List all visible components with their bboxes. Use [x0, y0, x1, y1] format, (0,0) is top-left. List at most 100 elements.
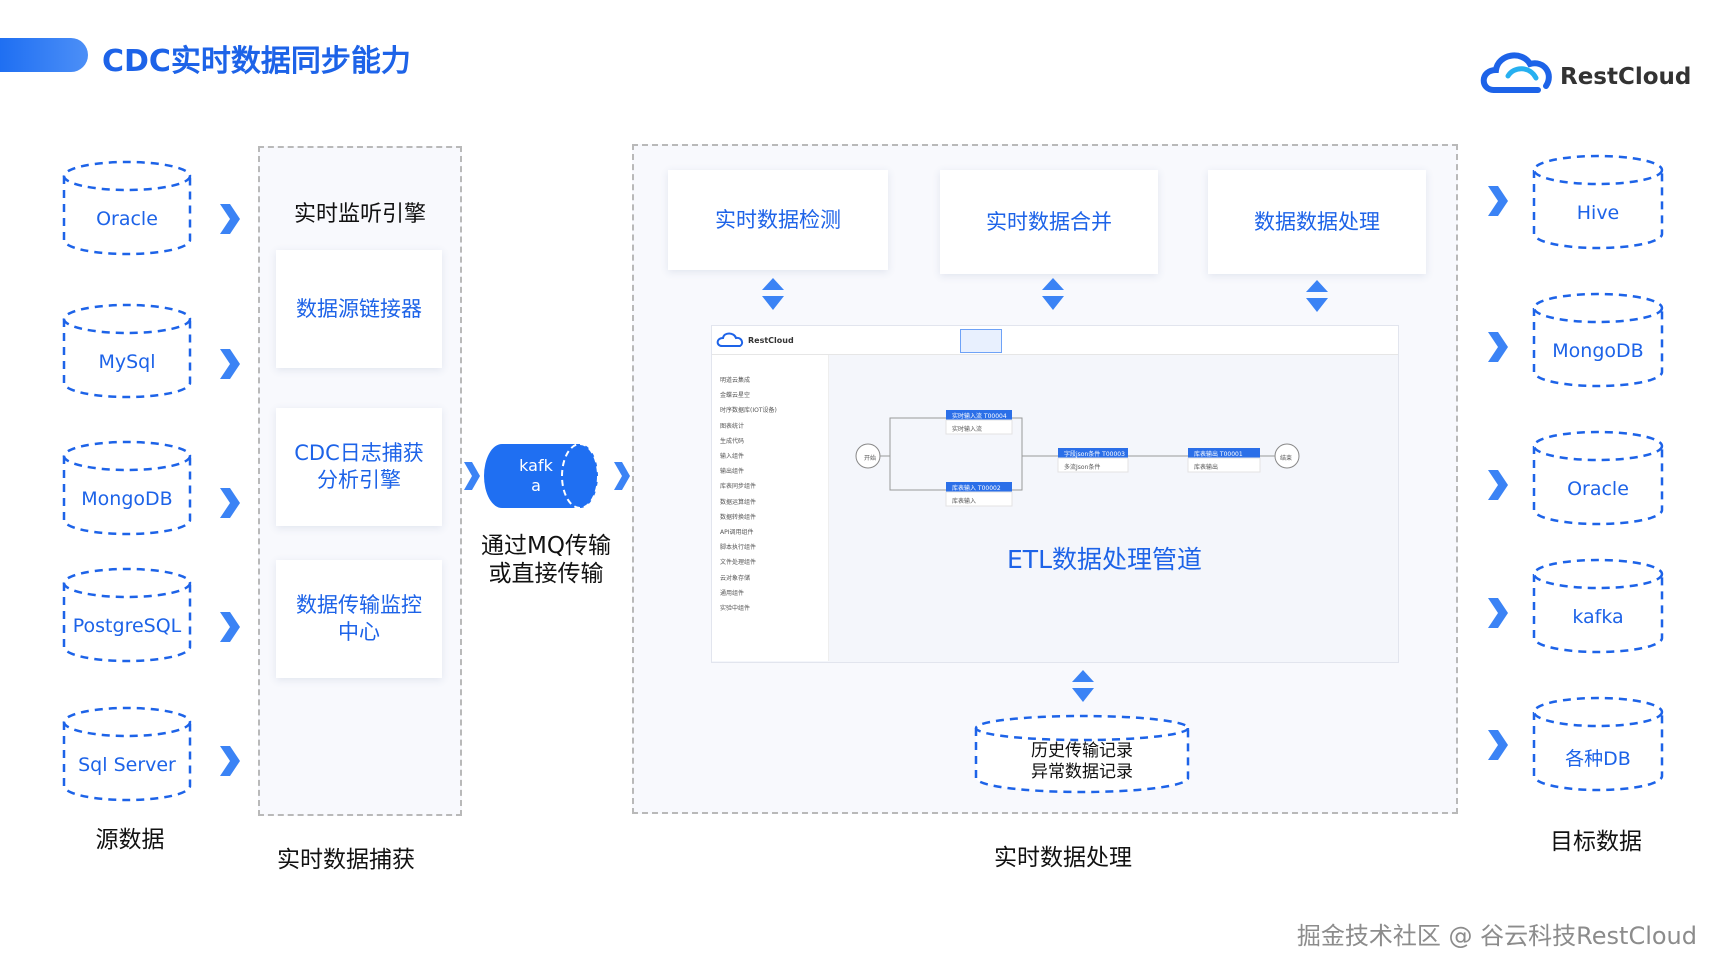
mini-sidebar-item[interactable]: 输入组件	[720, 453, 745, 460]
target-db-0-label: Hive	[1576, 202, 1620, 224]
source-db-1: MySql	[62, 303, 192, 399]
database-cylinder-icon	[1532, 696, 1664, 792]
source-db-4-label: Sql Server	[78, 754, 176, 776]
source-arrow-icon	[220, 204, 240, 234]
source-caption: 源数据	[95, 827, 165, 853]
kafka-arrows-icon	[464, 462, 630, 490]
mini-node-2: 库表输入 T00002	[952, 485, 1001, 492]
mini-node-4-sub: 库表输出	[1194, 464, 1219, 471]
mini-logo-text: RestCloud	[748, 336, 794, 345]
process-card-detect: 实时数据检测	[668, 170, 888, 270]
target-arrow-icon	[1488, 186, 1508, 216]
target-db-1: MongoDB	[1532, 292, 1664, 388]
source-db-1-label: MySql	[98, 351, 156, 373]
mini-active-tool	[960, 329, 1002, 353]
target-db-4: 各种DB	[1532, 696, 1664, 792]
source-db-0: Oracle	[62, 160, 192, 256]
mini-sidebar-item[interactable]: 库表同步组件	[720, 483, 757, 491]
mini-node-3: 字段json条件 T00003	[1064, 451, 1125, 458]
page-title: CDC实时数据同步能力	[102, 44, 411, 79]
mini-logo-icon	[716, 332, 744, 347]
mini-toolbar	[712, 326, 1398, 355]
mini-sidebar-item[interactable]: 输出组件	[720, 468, 745, 476]
mini-sidebar-item[interactable]: 云对象存储	[720, 574, 751, 582]
mini-sidebar: 明道云集成金蝶云星空时序数据库(IOT设备) 图表统计生成代码输入组件输出组件库表…	[712, 355, 809, 661]
mq-caption: 通过MQ传输或直接传输	[481, 533, 611, 587]
mini-tool-column	[808, 355, 829, 661]
source-arrow-icon	[220, 746, 240, 776]
target-db-0: Hive	[1532, 154, 1664, 250]
mini-node-4: 库表输出 T00001	[1194, 451, 1243, 458]
capture-card-monitor: 数据传输监控 中心	[276, 560, 442, 678]
mini-node-start: 开始	[864, 455, 877, 462]
source-arrow-icon	[220, 488, 240, 518]
database-cylinder-icon	[1532, 558, 1664, 654]
target-db-4-label: 各种DB	[1565, 748, 1631, 770]
mini-sidebar-item[interactable]: 数据运算组件	[720, 498, 757, 506]
history-db-label: 历史传输记录异常数据记录	[1031, 741, 1133, 782]
mini-sidebar-item[interactable]: 数据转换组件	[720, 513, 757, 521]
etl-label: ETL数据处理管道	[1007, 545, 1202, 574]
source-db-3: PostgreSQL	[62, 567, 192, 663]
source-db-2: MongoDB	[62, 440, 192, 536]
target-db-3-label: kafka	[1572, 606, 1624, 628]
target-db-2: Oracle	[1532, 430, 1664, 526]
mini-sidebar-item[interactable]: 图表统计	[720, 422, 745, 430]
database-cylinder-icon	[62, 160, 192, 256]
capture-header: 实时监听引擎	[293, 202, 426, 227]
logo-text: RestCloud	[1560, 64, 1692, 90]
capture-caption: 实时数据捕获	[277, 847, 415, 873]
mini-sidebar-item[interactable]: 生成代码	[720, 437, 745, 445]
etl-app-screenshot: RestCloud 明道云集成金蝶云星空时序数据库(IOT设备) 图表统计生成代码…	[711, 325, 1399, 663]
source-arrow-icon	[220, 349, 240, 379]
mini-node-end: 结束	[1280, 455, 1293, 462]
target-db-3: kafka	[1532, 558, 1664, 654]
capture-card-cdc: CDC日志捕获 分析引擎	[276, 408, 442, 526]
mini-sidebar-item[interactable]: 明道云集成	[720, 377, 751, 384]
target-arrow-icon	[1488, 470, 1508, 500]
restcloud-logo-icon	[1480, 52, 1552, 93]
double-arrow-icon	[1072, 670, 1094, 702]
double-arrow-icon	[762, 278, 784, 310]
target-caption: 目标数据	[1550, 829, 1642, 855]
mini-sidebar-item[interactable]: 脚本执行组件	[720, 544, 757, 552]
watermark: 掘金技术社区 @ 谷云科技RestCloud	[1296, 922, 1697, 950]
source-db-4: Sql Server	[62, 706, 192, 802]
source-arrow-icon	[220, 612, 240, 642]
capture-card-connector: 数据源链接器	[276, 250, 442, 368]
database-cylinder-icon	[1532, 154, 1664, 250]
mini-sidebar-item[interactable]: 文件处理组件	[720, 559, 757, 567]
mini-sidebar-item[interactable]: 时序数据库(IOT设备)	[720, 407, 777, 415]
title-accent-bar	[0, 38, 88, 72]
kafka-cylinder-icon	[484, 443, 599, 509]
target-arrow-icon	[1488, 332, 1508, 362]
mini-sidebar-item[interactable]: 实验中组件	[720, 605, 751, 612]
process-card-handle: 数据数据处理	[1208, 170, 1426, 274]
source-db-2-label: MongoDB	[81, 488, 173, 510]
database-cylinder-icon	[62, 440, 192, 536]
source-db-3-label: PostgreSQL	[72, 615, 182, 637]
mini-node-1-sub: 实时输入流	[952, 426, 983, 433]
mini-node-2-sub: 库表输入	[952, 498, 977, 505]
database-cylinder-icon	[62, 567, 192, 663]
source-db-0-label: Oracle	[96, 208, 158, 230]
database-cylinder-icon	[62, 706, 192, 802]
database-cylinder-icon	[1532, 292, 1664, 388]
history-db-cylinder	[974, 714, 1190, 794]
target-db-2-label: Oracle	[1567, 478, 1629, 500]
mini-sidebar-item[interactable]: 通用组件	[720, 589, 745, 597]
database-cylinder-icon	[1532, 430, 1664, 526]
target-db-1-label: MongoDB	[1552, 340, 1644, 362]
mini-sidebar-item[interactable]: 金蝶云星空	[720, 392, 751, 400]
double-arrow-icon	[1306, 280, 1328, 312]
mini-sidebar-item[interactable]: API调用组件	[720, 529, 754, 536]
target-arrow-icon	[1488, 730, 1508, 760]
mini-node-1: 实时输入流 T00004	[952, 413, 1007, 420]
mini-node-3-sub: 多流Json条件	[1064, 464, 1101, 471]
mini-flow-canvas	[855, 410, 1300, 507]
target-arrow-icon	[1488, 598, 1508, 628]
processing-caption: 实时数据处理	[994, 845, 1132, 871]
database-cylinder-icon	[62, 303, 192, 399]
double-arrow-icon	[1042, 278, 1064, 310]
